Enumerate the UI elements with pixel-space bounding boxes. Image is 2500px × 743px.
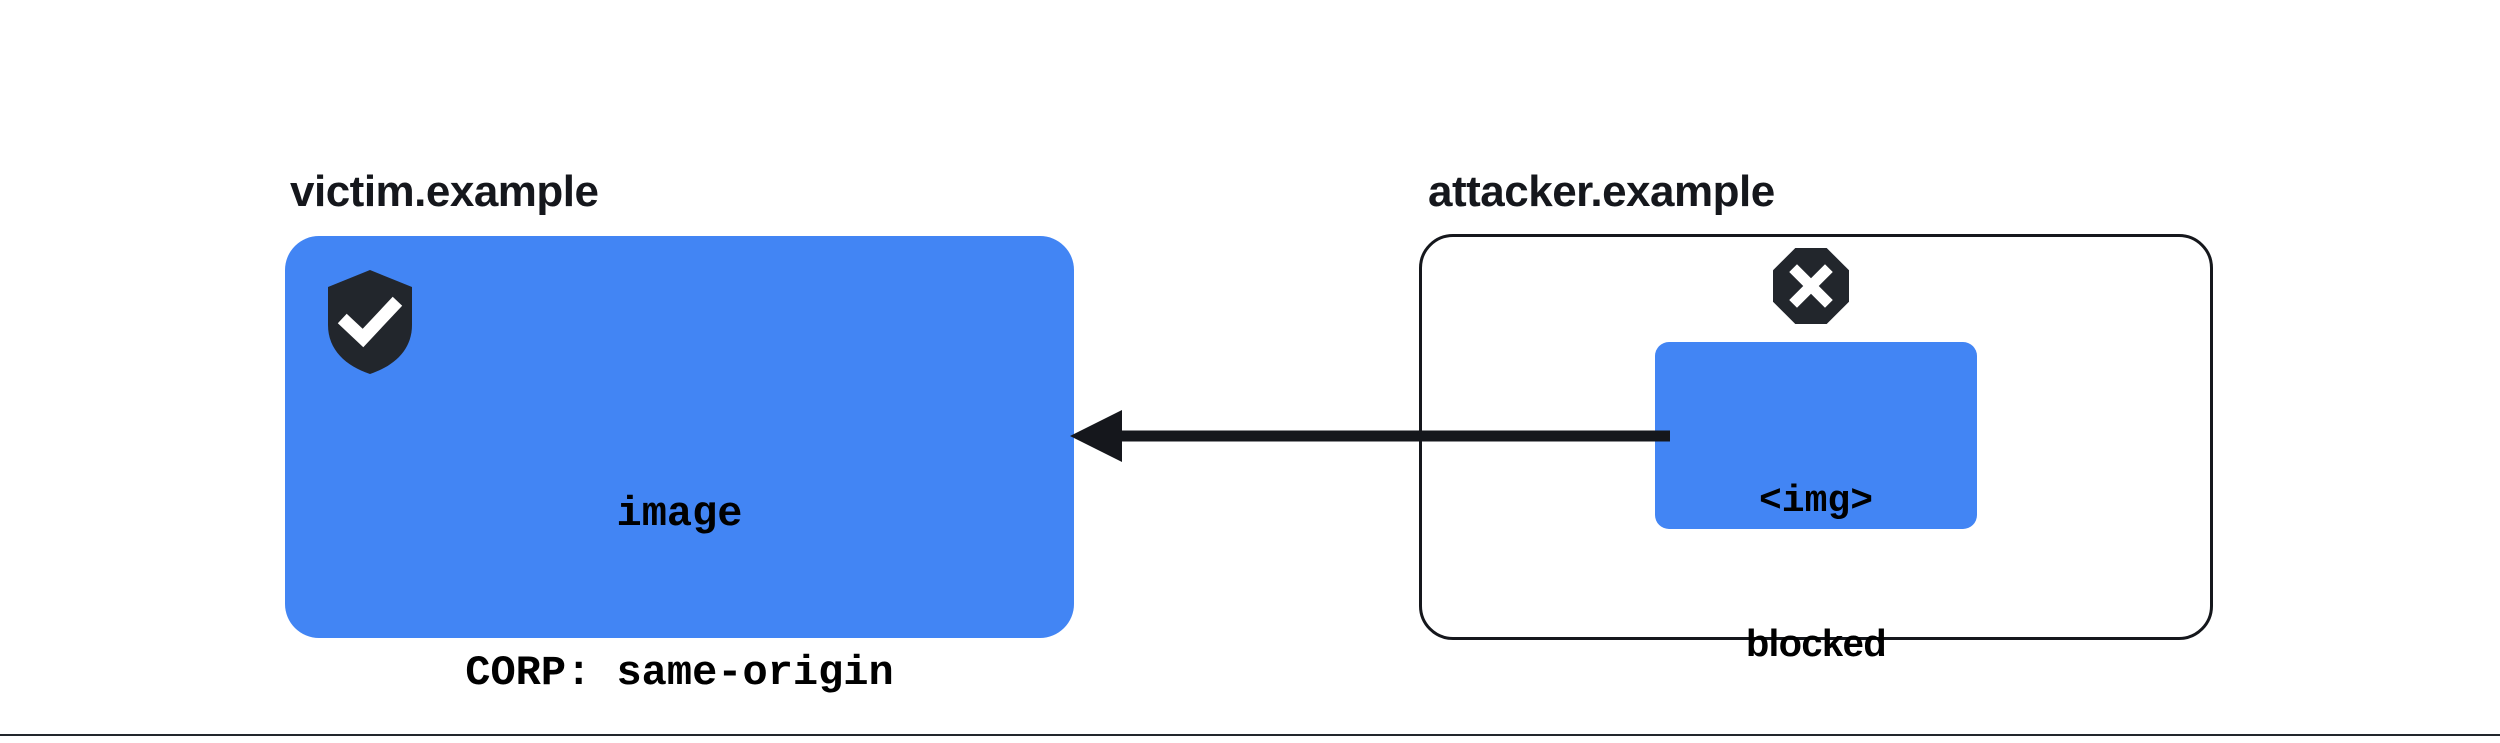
bottom-divider <box>0 734 2500 736</box>
shield-check-icon <box>328 270 412 374</box>
attacker-blocked-image-block <box>1655 342 1977 529</box>
victim-origin-label: victim.example <box>290 167 599 216</box>
attacker-blocked-text: <img> blocked <box>1655 382 1977 743</box>
attacker-origin-label: attacker.example <box>1428 167 1775 216</box>
victim-resource-text: image CORP: same-origin <box>285 382 1074 743</box>
blocked-octagon-x-icon <box>1773 248 1849 324</box>
victim-resource-kind: image <box>616 489 743 538</box>
img-tag-label: <img> <box>1758 479 1874 523</box>
blocked-request-arrow <box>1060 410 1670 462</box>
blocked-status-label: blocked <box>1745 623 1887 666</box>
victim-corp-header: CORP: same-origin <box>465 648 894 697</box>
victim-resource-block <box>285 236 1074 638</box>
